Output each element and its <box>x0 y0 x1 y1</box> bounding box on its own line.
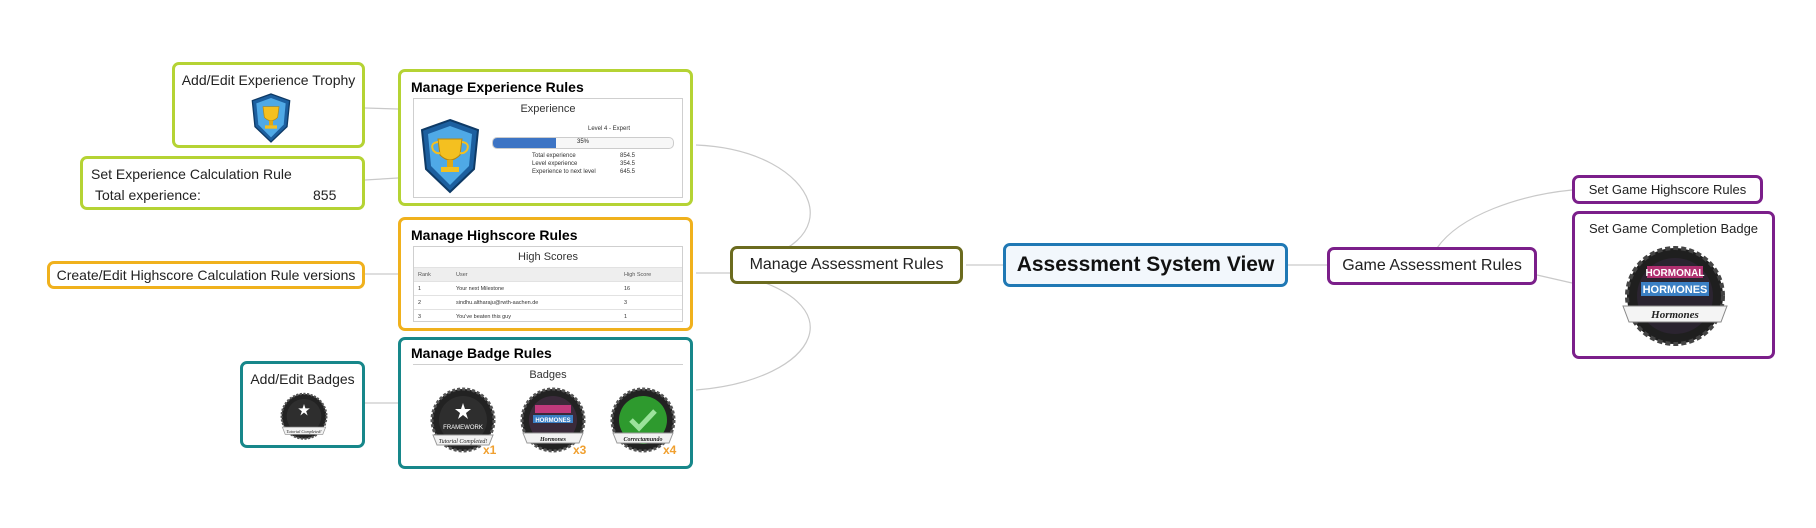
create-edit-highscore-rule-label: Create/Edit Highscore Calculation Rule v… <box>56 267 356 283</box>
add-edit-experience-trophy-node[interactable]: Add/Edit Experience Trophy <box>172 62 365 148</box>
add-edit-experience-trophy-label: Add/Edit Experience Trophy <box>181 72 356 88</box>
experience-stat-row: Total experience <box>532 153 576 159</box>
table-header-row: Rank User High Score <box>414 267 682 282</box>
set-experience-calculation-rule-node[interactable]: Set Experience Calculation Rule Total ex… <box>80 156 365 210</box>
manage-highscore-rules-title: Manage Highscore Rules <box>411 227 578 243</box>
badge-count: x3 <box>573 443 587 457</box>
svg-text:Hormones: Hormones <box>539 437 567 443</box>
experience-progress-fill <box>493 138 556 148</box>
experience-progress-bar: 35% <box>492 137 674 149</box>
stat-label: Experience to next level <box>532 169 596 175</box>
experience-stat-value: 854.5 <box>620 153 636 159</box>
stat-label: Total experience <box>532 153 576 159</box>
svg-text:FRAMEWORK: FRAMEWORK <box>443 425 483 431</box>
set-game-highscore-rules-label: Set Game Highscore Rules <box>1588 182 1747 197</box>
manage-highscore-rules-node[interactable]: Manage Highscore Rules High Scores Rank … <box>398 217 693 331</box>
highscore-table: Rank User High Score 1 Your next Milesto… <box>414 267 682 323</box>
highscore-panel-title: High Scores <box>518 251 578 263</box>
manage-badge-rules-title: Manage Badge Rules <box>411 345 552 361</box>
table-cell: 16 <box>620 281 682 296</box>
manage-badge-rules-node[interactable]: Manage Badge Rules Badges FRAMEWORK Tuto… <box>398 337 693 469</box>
set-game-highscore-rules-node[interactable]: Set Game Highscore Rules <box>1572 175 1763 204</box>
manage-experience-rules-title: Manage Experience Rules <box>411 79 584 95</box>
svg-text:Tutorial Completed!: Tutorial Completed! <box>439 439 488 445</box>
experience-progress-text: 35% <box>576 139 589 145</box>
badges-panel-title: Badges <box>529 369 567 381</box>
badge-item: HORMONES Hormones x3 <box>517 387 595 459</box>
experience-panel-title: Experience <box>520 103 576 115</box>
stat-label: Level experience <box>532 161 578 167</box>
experience-stat-value: 354.5 <box>620 161 636 167</box>
table-cell: 3 <box>414 309 452 323</box>
add-edit-badges-label: Add/Edit Badges <box>250 371 355 387</box>
hormones-badge-icon: HORMONAL HORMONES Hormones <box>1622 246 1728 346</box>
table-cell: 1 <box>620 309 682 323</box>
set-experience-calculation-rule-label: Set Experience Calculation Rule <box>91 166 292 182</box>
set-game-completion-badge-label: Set Game Completion Badge <box>1588 221 1759 236</box>
framework-badge-icon: FRAMEWORK Tutorial Completed! <box>430 387 496 453</box>
column-header: Rank <box>414 267 452 282</box>
svg-text:HORMONAL: HORMONAL <box>1646 268 1705 279</box>
badge-item: Correctamundo x4 <box>607 387 685 459</box>
table-cell: You've beaten this guy <box>452 309 620 323</box>
column-header: User <box>452 267 620 282</box>
svg-text:Correctamundo: Correctamundo <box>623 437 662 443</box>
manage-assessment-rules-node[interactable]: Manage Assessment Rules <box>730 246 963 284</box>
svg-text:HORMONES: HORMONES <box>1643 284 1708 296</box>
table-cell: 2 <box>414 295 452 310</box>
total-experience-label: Total experience: <box>95 187 201 203</box>
root-node[interactable]: Assessment System View <box>1003 243 1288 287</box>
trophy-icon <box>251 93 291 143</box>
table-row: 2 sindhu.altharaju@rwth-aachen.de 3 <box>414 295 682 310</box>
badges-panel: Badges FRAMEWORK Tutorial Completed! x1 … <box>413 364 683 462</box>
total-experience-value: 855 <box>313 187 337 203</box>
framework-badge-icon: Tutorial Completed! <box>280 392 328 440</box>
table-row: 3 You've beaten this guy 1 <box>414 309 682 323</box>
create-edit-highscore-rule-node[interactable]: Create/Edit Highscore Calculation Rule v… <box>47 261 365 289</box>
experience-stat-row: Experience to next level <box>532 169 596 175</box>
manage-assessment-rules-label: Manage Assessment Rules <box>749 256 944 273</box>
add-edit-badges-node[interactable]: Add/Edit Badges Tutorial Completed! <box>240 361 365 448</box>
game-assessment-rules-node[interactable]: Game Assessment Rules <box>1327 247 1537 285</box>
experience-stat-row: Level experience <box>532 161 577 167</box>
table-cell: sindhu.altharaju@rwth-aachen.de <box>452 295 620 310</box>
table-cell: 3 <box>620 295 682 310</box>
root-label: Assessment System View <box>1016 253 1275 276</box>
hormones-badge-icon: HORMONES Hormones <box>520 387 586 453</box>
experience-level-text: Level 4 - Expert <box>587 126 631 132</box>
manage-experience-rules-node[interactable]: Manage Experience Rules Experience Level… <box>398 69 693 206</box>
game-assessment-rules-label: Game Assessment Rules <box>1342 257 1522 274</box>
trophy-icon <box>420 118 480 194</box>
set-game-completion-badge-node[interactable]: Set Game Completion Badge HORMONAL HORMO… <box>1572 211 1775 359</box>
svg-text:Tutorial Completed!: Tutorial Completed! <box>286 429 322 434</box>
experience-panel: Experience Level 4 - Expert 35% Total ex… <box>413 98 683 198</box>
svg-text:Hormones: Hormones <box>1650 309 1699 321</box>
badge-count: x1 <box>483 443 497 457</box>
correctamundo-badge-icon: Correctamundo <box>610 387 676 453</box>
table-cell: Your next Milestone <box>452 281 620 296</box>
svg-text:HORMONES: HORMONES <box>535 418 570 424</box>
experience-stat-value: 645.5 <box>620 169 636 175</box>
badge-item: FRAMEWORK Tutorial Completed! x1 <box>427 387 505 459</box>
table-cell: 1 <box>414 281 452 296</box>
table-row: 1 Your next Milestone 16 <box>414 281 682 296</box>
badge-count: x4 <box>663 443 677 457</box>
highscore-panel: High Scores Rank User High Score 1 Your … <box>413 246 683 323</box>
column-header: High Score <box>620 267 682 282</box>
